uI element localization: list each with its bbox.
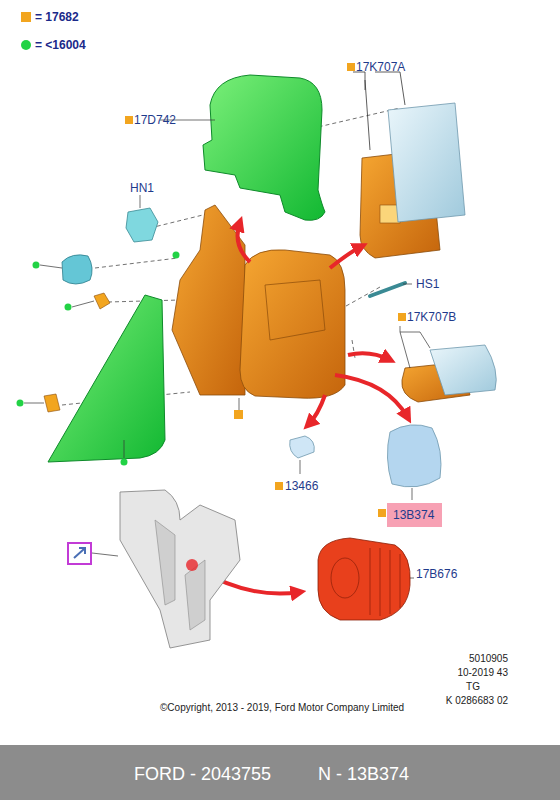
bulb [290, 436, 315, 458]
triangle-cover [48, 295, 165, 462]
footer-text: FORD - 2043755 [134, 763, 271, 785]
part-number: 17D742 [134, 113, 176, 127]
note-text: TG [466, 680, 480, 694]
grommet-hn1 [126, 208, 158, 242]
ball-joint [62, 255, 92, 284]
link-icon [68, 543, 91, 564]
footer-text: N - 13B374 [318, 763, 409, 785]
note-text: ©Copyright, 2013 - 2019, Ford Motor Comp… [160, 701, 404, 715]
note-text: 10-2019 43 [457, 666, 508, 680]
label-squares [125, 63, 406, 517]
mirror-bracket [120, 490, 240, 648]
lower-glass [430, 345, 496, 395]
legend-text: = 17682 [35, 10, 79, 24]
mirror-housing [240, 250, 345, 398]
screw-hs1 [370, 283, 405, 296]
legend-swatch [21, 12, 31, 22]
mirror-motor [318, 538, 410, 620]
legend-swatch [21, 40, 31, 50]
note-text: K 0286683 02 [446, 694, 508, 708]
green-dots [17, 252, 180, 466]
part-number: HN1 [130, 181, 154, 195]
mirror-cap [203, 75, 325, 220]
lamp-lens [387, 425, 441, 487]
note-text: 5010905 [469, 652, 508, 666]
part-number: 13B374 [393, 508, 436, 522]
legend-text: = <16004 [35, 38, 86, 52]
highlighted-callout: 13B374 [387, 503, 442, 527]
part-number: 13466 [285, 479, 318, 493]
clip [94, 293, 110, 309]
footer-bar [0, 745, 560, 800]
part-number: 17K707B [407, 310, 456, 324]
clip [44, 394, 60, 412]
part-number: 17B676 [416, 567, 457, 581]
mirror-glass [388, 103, 465, 222]
part-number: HS1 [416, 277, 439, 291]
mirror-arm [172, 205, 245, 395]
part-number: 17K707A [356, 60, 405, 74]
